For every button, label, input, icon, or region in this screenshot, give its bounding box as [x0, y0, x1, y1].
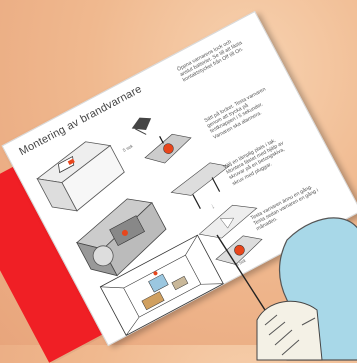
seconds-label-a: 5 sek	[122, 143, 134, 152]
step-3-text: Välj en lämplig plats i tak. Montera fäs…	[223, 131, 298, 187]
step-1-text: Öppna varnarens lock och anslut batterie…	[176, 34, 248, 84]
hand-illustration	[217, 200, 357, 360]
svg-text:↓: ↓	[209, 201, 217, 211]
step-2-text: Sätt på locket. Testa varnaren genom att…	[203, 85, 278, 141]
